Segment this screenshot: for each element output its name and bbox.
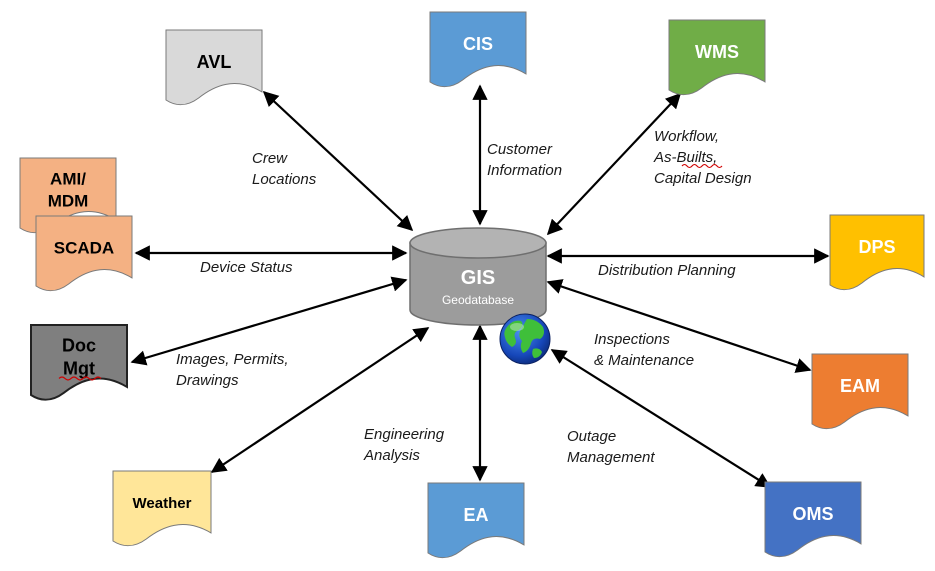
doc-label-oms: OMS xyxy=(792,504,833,524)
label-images: Images, Permits,Drawings xyxy=(176,351,289,389)
doc-label-weather: Weather xyxy=(133,495,192,512)
gis-hub: GIS Geodatabase xyxy=(409,227,551,365)
hub-title: GIS xyxy=(461,267,495,289)
cylinder-body xyxy=(409,242,547,326)
label-device: Device Status xyxy=(200,259,293,276)
arrow-outage xyxy=(550,349,772,488)
doc-oms: OMS xyxy=(764,481,862,558)
doc-avl: AVL xyxy=(165,29,263,106)
doc-weather: Weather xyxy=(112,470,212,547)
doc-shape-dps xyxy=(829,214,925,291)
doc-label-dps: DPS xyxy=(858,237,895,257)
connection-arrows xyxy=(130,84,830,488)
doc-label-scada: SCADA xyxy=(54,239,114,258)
arrow-crew xyxy=(262,90,414,232)
doc-dps: DPS xyxy=(829,214,925,291)
doc-shape-eam xyxy=(811,353,909,430)
arrow-workflow xyxy=(546,92,682,236)
doc-label-ea: EA xyxy=(463,505,488,525)
globe-icon xyxy=(499,313,551,365)
cylinder-top xyxy=(409,227,547,259)
hub-subtitle: Geodatabase xyxy=(442,293,514,307)
doc-ami-mdm: AMI/MDM xyxy=(19,157,117,234)
doc-shape-oms xyxy=(764,481,862,558)
spellcheck-underline xyxy=(681,163,723,169)
doc-label-ami-mdm: AMI/MDM xyxy=(48,170,89,211)
doc-shape-ea xyxy=(427,482,525,559)
doc-label-cis: CIS xyxy=(463,34,493,54)
label-inspections: Inspections& Maintenance xyxy=(594,331,694,369)
doc-label-avl: AVL xyxy=(197,52,232,72)
doc-cis: CIS xyxy=(429,11,527,88)
doc-ea: EA xyxy=(427,482,525,559)
arrow-images xyxy=(130,276,408,366)
doc-shape-avl xyxy=(165,29,263,106)
doc-eam: EAM xyxy=(811,353,909,430)
label-distribution: Distribution Planning xyxy=(598,262,736,279)
doc-shape-cis xyxy=(429,11,527,88)
doc-wms: WMS xyxy=(668,19,766,96)
doc-shape-scada xyxy=(35,215,133,292)
doc-scada: SCADA xyxy=(35,215,133,292)
doc-shape-wms xyxy=(668,19,766,96)
doc-shape-weather xyxy=(112,470,212,547)
doc-shape-doc-mgt xyxy=(30,324,128,401)
arrow-engineering xyxy=(210,327,430,473)
doc-label-eam: EAM xyxy=(840,376,880,396)
spellcheck-underline xyxy=(58,376,102,381)
label-workflow: Workflow,As-Builts,Capital Design xyxy=(653,128,752,187)
doc-label-wms: WMS xyxy=(695,42,739,62)
